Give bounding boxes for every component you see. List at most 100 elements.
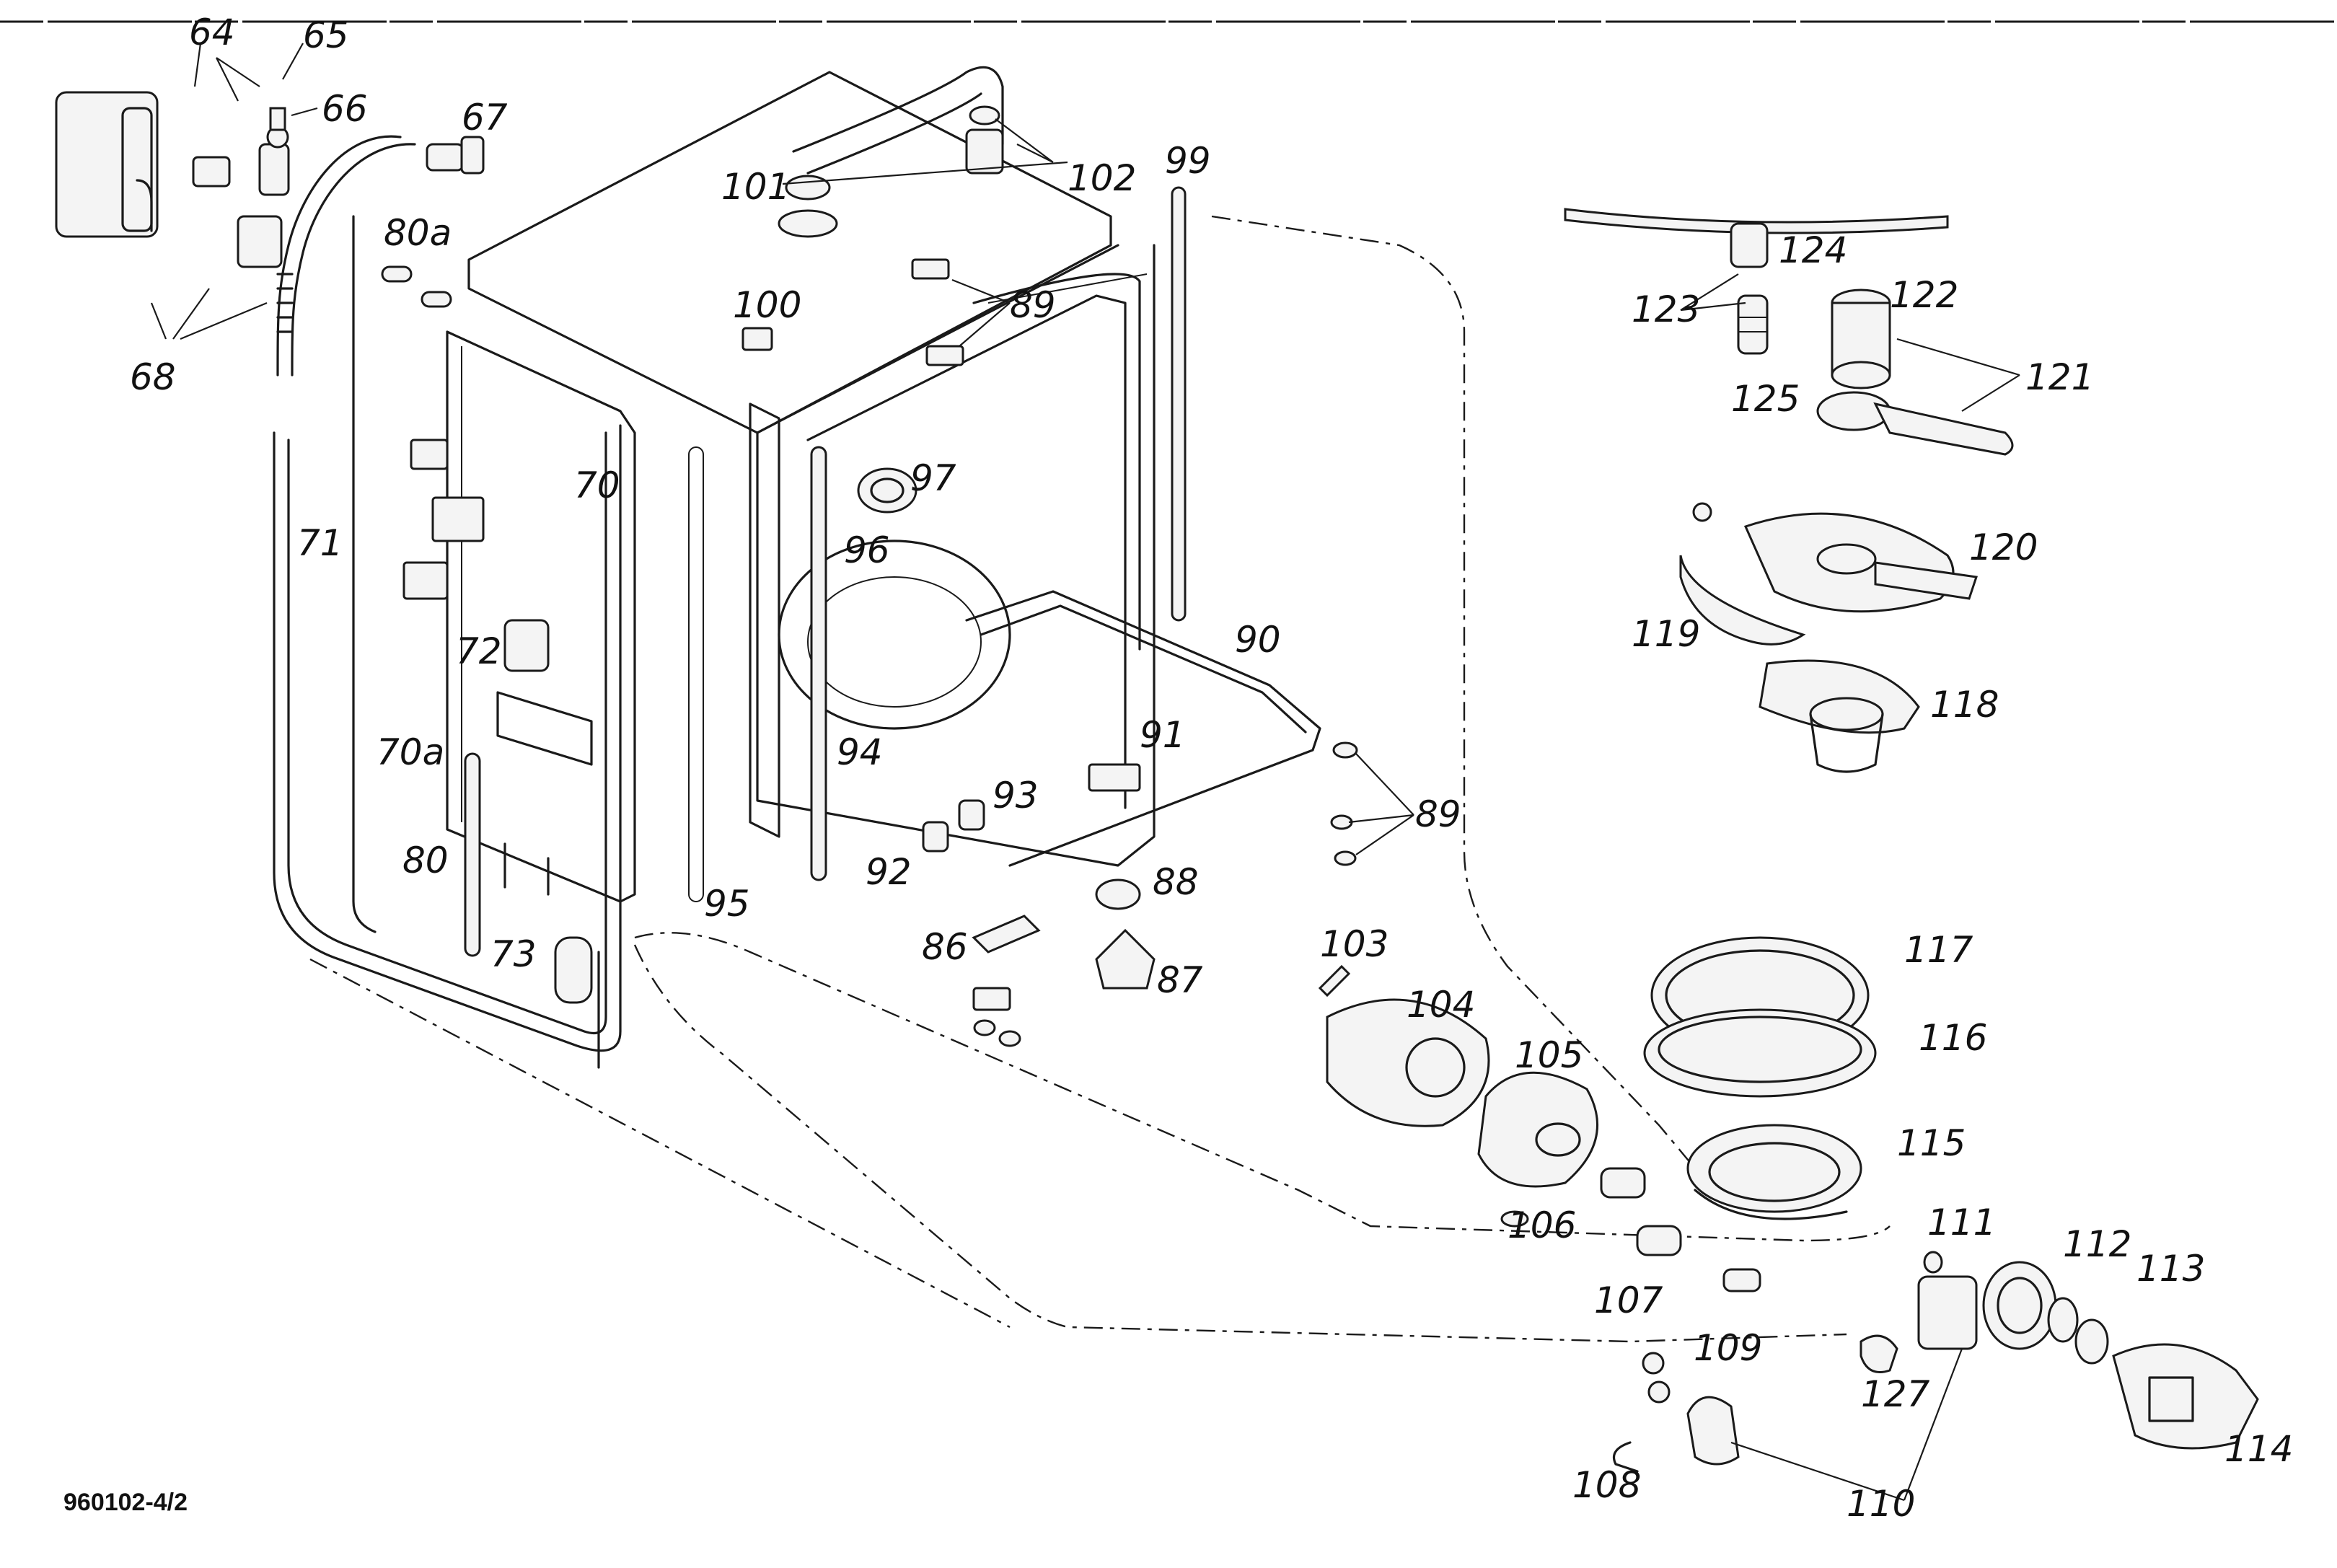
part-label-92: 92 bbox=[866, 851, 912, 893]
part-label-71: 71 bbox=[297, 522, 343, 564]
seal-113 bbox=[2074, 1318, 2109, 1365]
part-label-100: 100 bbox=[733, 284, 801, 326]
level-switch-87 bbox=[1095, 928, 1156, 990]
lower-spray-channel-90 bbox=[965, 590, 1321, 867]
part-label-96: 96 bbox=[844, 529, 890, 571]
door-inner-panel bbox=[446, 330, 636, 903]
leader-121 bbox=[1896, 338, 2020, 412]
inlet-hose bbox=[276, 135, 416, 376]
part-label-101: 101 bbox=[721, 166, 790, 208]
ring-111 bbox=[1923, 1251, 1943, 1274]
pump-cover-105 bbox=[1477, 1071, 1598, 1188]
door-frame bbox=[273, 215, 622, 1052]
part-label-80a: 80a bbox=[384, 212, 452, 254]
part-label-70: 70 bbox=[574, 464, 620, 506]
part-label-108: 108 bbox=[1572, 1464, 1641, 1506]
hose-connector bbox=[426, 136, 485, 175]
part-label-88: 88 bbox=[1153, 861, 1199, 903]
fine-filter-118 bbox=[1759, 659, 1920, 773]
pump-hose-110b bbox=[1686, 1396, 1740, 1466]
part-label-120: 120 bbox=[1969, 527, 2038, 568]
part-label-112: 112 bbox=[2063, 1223, 2131, 1265]
rings-109 bbox=[1642, 1352, 1671, 1404]
part-label-93: 93 bbox=[993, 775, 1039, 816]
part-label-97: 97 bbox=[910, 457, 956, 499]
part-label-104: 104 bbox=[1407, 984, 1475, 1026]
hose-107 bbox=[1636, 1225, 1761, 1292]
sleeve-122 bbox=[1831, 289, 1891, 389]
part-label-116: 116 bbox=[1919, 1017, 1987, 1059]
part-label-91: 91 bbox=[1140, 714, 1186, 756]
tube-holder-121 bbox=[1816, 391, 2014, 456]
part-label-121: 121 bbox=[2025, 356, 2094, 398]
leader-65 bbox=[282, 43, 304, 80]
part-label-127: 127 bbox=[1861, 1373, 1930, 1415]
water-inlet-97 bbox=[857, 467, 917, 514]
leader-101 bbox=[782, 161, 1068, 185]
spray-arm-bearing-101 bbox=[778, 175, 838, 238]
leader-64 bbox=[193, 43, 260, 102]
clip-91 bbox=[1088, 763, 1141, 792]
plate-86 bbox=[972, 915, 1041, 953]
inlet-valve-housing bbox=[55, 91, 159, 238]
part-label-72: 72 bbox=[456, 630, 502, 672]
part-label-103: 103 bbox=[1320, 923, 1388, 965]
leader-68 bbox=[150, 288, 268, 340]
drawing-code: 960102-4/2 bbox=[63, 1489, 188, 1516]
part-label-66: 66 bbox=[322, 88, 368, 130]
part-label-117: 117 bbox=[1904, 929, 1973, 971]
leader-102 bbox=[995, 118, 1054, 163]
upper-spray-pipe bbox=[792, 66, 1004, 175]
clamp-108 bbox=[1612, 1441, 1639, 1473]
drain-pump-motor-114 bbox=[2112, 1343, 2259, 1450]
grommet-88 bbox=[1095, 878, 1141, 910]
part-label-90: 90 bbox=[1235, 619, 1281, 661]
part-label-89a: 89 bbox=[1010, 284, 1056, 326]
part-labels: 64 65 66 67 68 80a 70 71 72 70a 80 73 95… bbox=[130, 12, 2293, 1525]
upper-spray-arm-123 bbox=[1564, 208, 1949, 268]
heater-pump-104 bbox=[1326, 998, 1490, 1127]
screw-103 bbox=[1318, 964, 1351, 997]
clip-set bbox=[972, 987, 1021, 1047]
part-label-67: 67 bbox=[462, 97, 508, 138]
leader-110 bbox=[1730, 1348, 1963, 1502]
part-label-105: 105 bbox=[1515, 1034, 1583, 1076]
part-label-94: 94 bbox=[837, 731, 883, 773]
door-switches bbox=[402, 439, 485, 600]
part-label-106: 106 bbox=[1508, 1204, 1576, 1246]
part-label-123: 123 bbox=[1632, 289, 1700, 330]
nozzle-92 bbox=[922, 821, 949, 853]
door-hinge-pipe bbox=[464, 752, 600, 1069]
tub-seal-99 bbox=[1171, 186, 1187, 622]
base-outline bbox=[309, 215, 1891, 1343]
part-label-102: 102 bbox=[1068, 157, 1136, 199]
part-label-118: 118 bbox=[1930, 684, 1999, 726]
part-label-107: 107 bbox=[1594, 1279, 1663, 1321]
part-label-87: 87 bbox=[1157, 959, 1203, 1001]
screws-89b bbox=[1330, 741, 1358, 866]
nozzle-93 bbox=[958, 799, 985, 831]
part-label-86: 86 bbox=[922, 926, 968, 968]
part-label-73: 73 bbox=[490, 933, 537, 975]
gasket-112 bbox=[2047, 1297, 2079, 1343]
spray-arm-nut-125 bbox=[1737, 294, 1769, 355]
part-label-89b: 89 bbox=[1415, 793, 1461, 835]
seal-106 bbox=[1500, 1167, 1646, 1228]
part-label-115: 115 bbox=[1897, 1122, 1966, 1164]
part-label-95: 95 bbox=[704, 883, 750, 925]
part-label-109: 109 bbox=[1694, 1327, 1762, 1369]
part-label-99: 99 bbox=[1165, 140, 1211, 182]
part-label-64: 64 bbox=[189, 12, 235, 53]
leader-89b bbox=[1348, 753, 1414, 855]
sump-gasket-116 bbox=[1643, 1008, 1877, 1098]
bracket-100 bbox=[741, 327, 773, 351]
part-label-68: 68 bbox=[130, 356, 176, 398]
drain-pump-housing-110 bbox=[1917, 1261, 2057, 1350]
tub-body bbox=[467, 71, 1156, 867]
part-label-65: 65 bbox=[303, 14, 349, 56]
part-label-124: 124 bbox=[1779, 229, 1847, 271]
part-label-114: 114 bbox=[2224, 1428, 2293, 1470]
sump-115 bbox=[1686, 1124, 1862, 1220]
micro-filter-119 bbox=[1679, 502, 1806, 646]
